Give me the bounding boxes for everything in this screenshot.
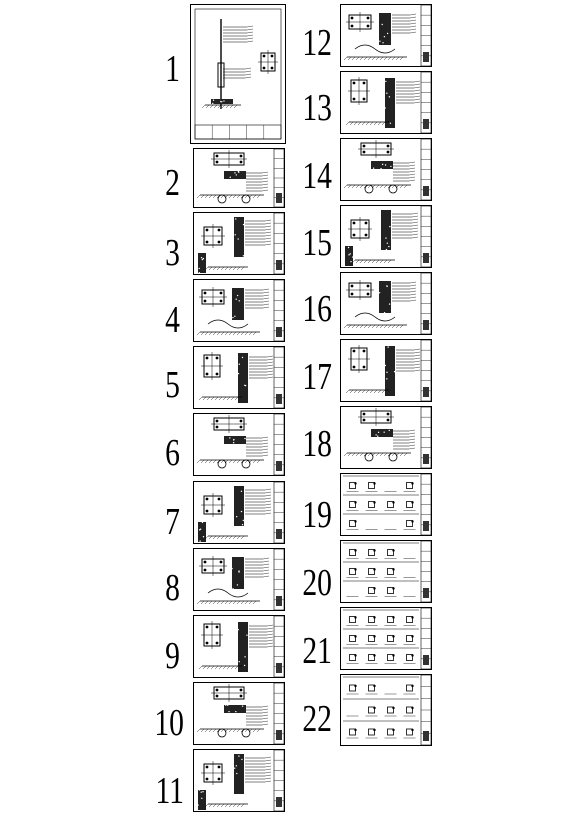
sheet-thumbnail-20: [343, 541, 431, 602]
sheet-label-9: 9: [165, 635, 180, 677]
sheet-thumbnail-15: [345, 206, 431, 267]
sheet-thumbnail-21: [343, 608, 431, 669]
sheet-thumbnail-1: [194, 8, 282, 140]
sheet-thumbnail-11: [197, 750, 284, 811]
drawing-sheet-4[interactable]: [193, 279, 285, 342]
sheet-thumbnail-4: [196, 280, 284, 341]
drawing-sheet-10[interactable]: [193, 682, 285, 745]
sheet-label-7: 7: [165, 501, 180, 543]
sheet-label-21: 21: [302, 630, 332, 672]
sheet-thumbnail-14: [343, 139, 431, 200]
drawing-sheet-19[interactable]: [340, 473, 432, 536]
drawing-sheet-20[interactable]: [340, 540, 432, 603]
drawing-sheet-11[interactable]: [193, 749, 285, 812]
drawing-sheet-18[interactable]: [340, 406, 432, 469]
sheet-label-2: 2: [165, 162, 180, 204]
sheet-thumbnail-16: [343, 273, 431, 334]
sheet-thumbnail-6: [196, 414, 284, 475]
sheet-thumbnail-5: [198, 347, 284, 408]
sheet-label-11: 11: [155, 770, 184, 812]
drawing-sheet-1[interactable]: [190, 4, 286, 144]
sheet-thumbnail-13: [345, 72, 431, 133]
sheet-label-8: 8: [165, 567, 180, 609]
drawing-sheet-16[interactable]: [340, 272, 432, 335]
drawing-sheet-8[interactable]: [193, 548, 285, 611]
sheet-thumbnail-7: [198, 482, 284, 543]
sheet-thumbnail-22: [343, 675, 431, 745]
sheet-thumbnail-3: [198, 213, 284, 274]
drawing-sheet-6[interactable]: [193, 413, 285, 476]
drawing-sheet-22[interactable]: [340, 674, 432, 746]
drawing-sheet-21[interactable]: [340, 607, 432, 670]
sheet-label-16: 16: [302, 288, 332, 330]
sheet-label-10: 10: [154, 702, 184, 744]
drawing-sheet-9[interactable]: [193, 615, 285, 678]
sheet-label-13: 13: [302, 87, 332, 129]
drawing-sheet-15[interactable]: [340, 205, 432, 268]
drawing-sheet-13[interactable]: [340, 71, 432, 134]
sheet-thumbnail-8: [196, 549, 284, 610]
sheet-thumbnail-19: [343, 474, 431, 535]
sheet-thumbnail-9: [198, 616, 284, 677]
drawing-sheet-2[interactable]: [193, 148, 285, 208]
sheet-label-20: 20: [302, 562, 332, 604]
sheet-thumbnail-12: [343, 5, 431, 66]
sheet-label-18: 18: [302, 423, 332, 465]
sheet-label-19: 19: [302, 494, 332, 536]
sheet-label-12: 12: [302, 22, 332, 64]
drawing-sheet-14[interactable]: [340, 138, 432, 201]
sheet-label-6: 6: [165, 432, 180, 474]
sheet-label-5: 5: [165, 364, 180, 406]
drawing-sheet-12[interactable]: [340, 4, 432, 67]
sheet-label-3: 3: [165, 232, 180, 274]
drawing-sheet-5[interactable]: [193, 346, 285, 409]
sheet-label-17: 17: [302, 356, 332, 398]
drawing-sheet-3[interactable]: [193, 212, 285, 275]
sheet-label-15: 15: [302, 222, 332, 264]
sheet-thumbnail-18: [343, 407, 431, 468]
sheet-label-22: 22: [302, 698, 332, 740]
sheet-label-4: 4: [165, 299, 180, 341]
sheet-thumbnail-17: [345, 340, 431, 401]
sheet-label-14: 14: [302, 155, 332, 197]
drawing-sheet-7[interactable]: [193, 481, 285, 544]
sheet-thumbnail-2: [196, 149, 284, 207]
sheet-thumbnail-10: [196, 683, 284, 744]
sheet-label-1: 1: [165, 48, 180, 90]
drawing-sheet-17[interactable]: [340, 339, 432, 402]
